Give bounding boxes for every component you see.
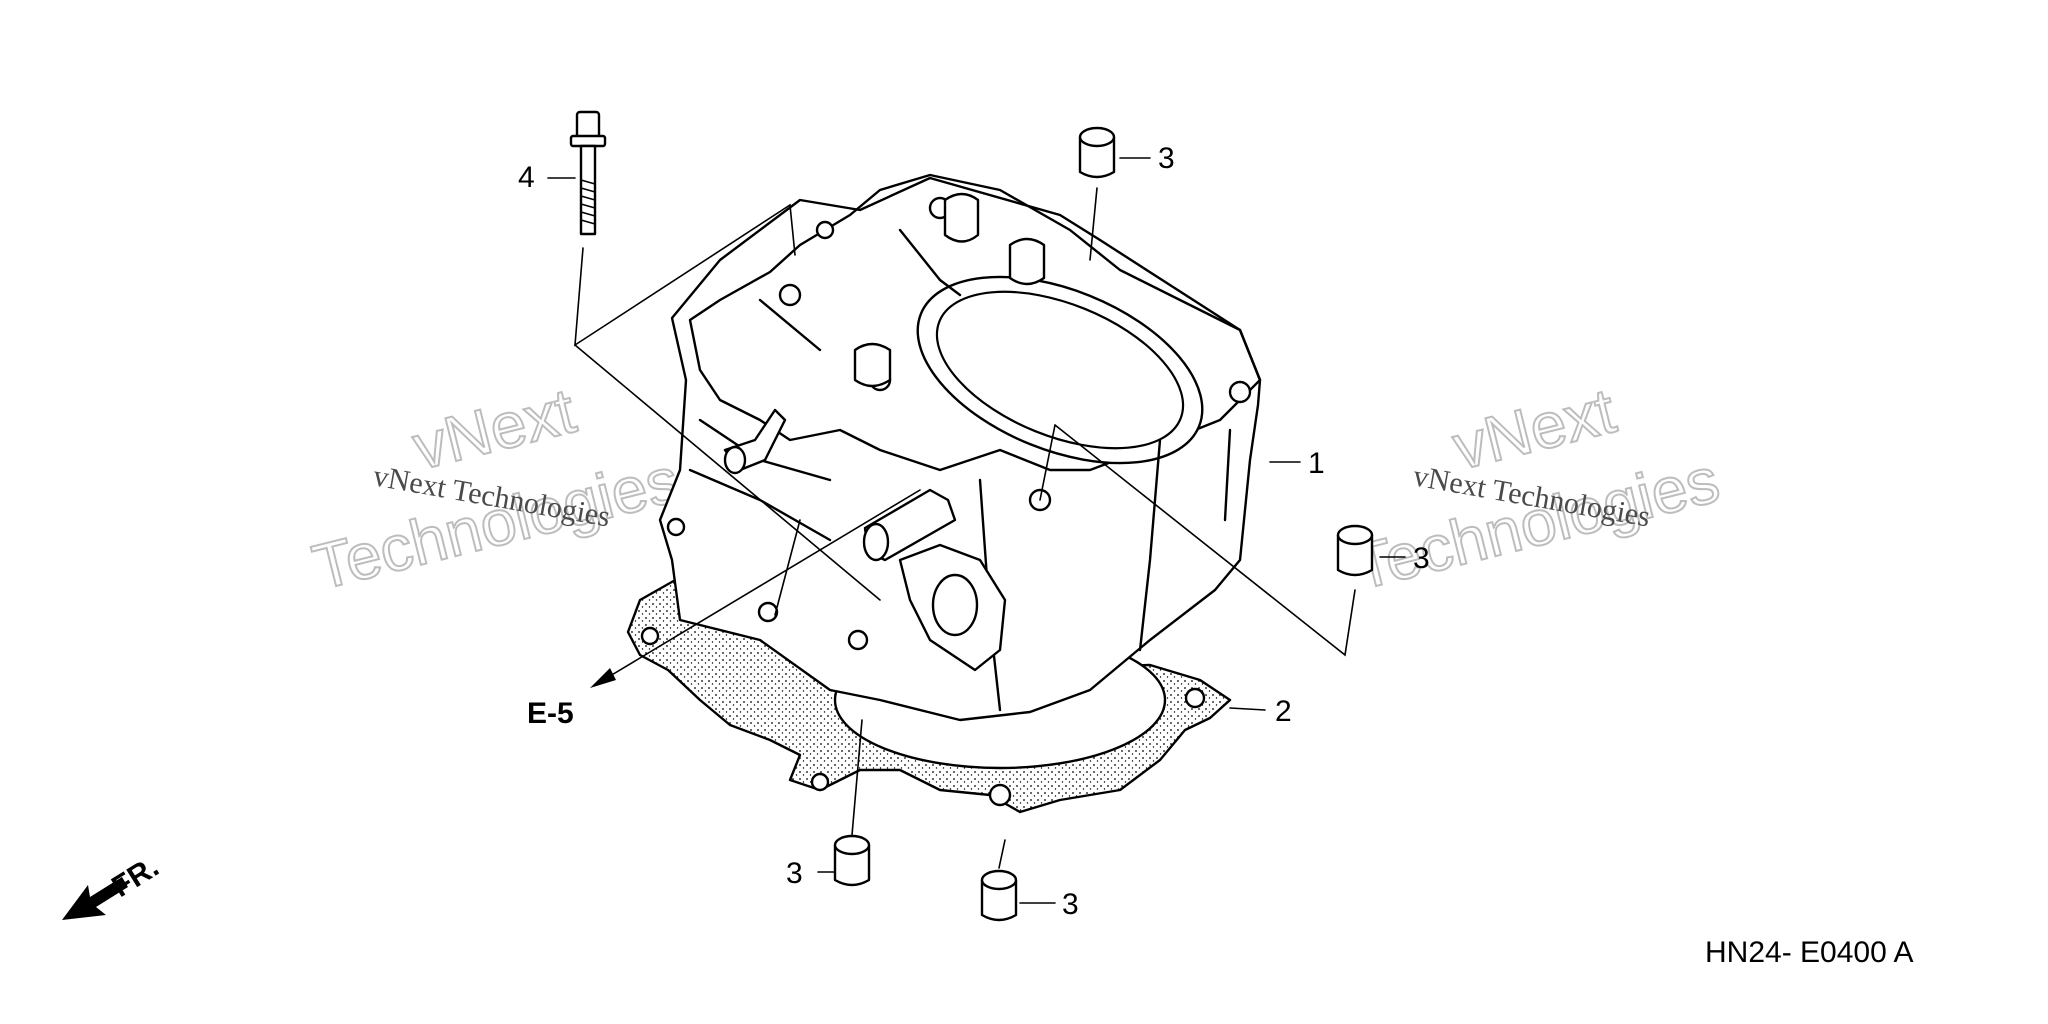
callout-dowel-top: 3 <box>1158 142 1175 175</box>
watermark-big-word-right: vNext <box>1446 374 1622 483</box>
diagram-code: HN24- E0400 A <box>1705 936 1913 969</box>
watermark-big-company-left: Technologies <box>306 443 686 603</box>
front-direction-label: FR. <box>106 850 164 904</box>
watermark-left: vNext Technologies vNext Technologies <box>305 373 687 604</box>
dowel-pin-top <box>1078 126 1116 179</box>
callout-dowel-right: 3 <box>1413 542 1430 575</box>
watermark-big-company-right: Technologies <box>1346 443 1726 603</box>
assembly-lines <box>547 157 1406 904</box>
callout-bolt: 4 <box>518 161 535 194</box>
callout-dowel-bottom-left: 3 <box>786 857 803 890</box>
watermark-big-word-left: vNext <box>406 374 582 483</box>
dowel-pin-bottom-left <box>833 834 871 887</box>
callout-cylinder: 1 <box>1308 447 1325 480</box>
front-arrow-icon <box>62 877 128 920</box>
reference-e5: E-5 <box>527 697 574 730</box>
dowel-pin-right <box>1336 524 1374 577</box>
dowel-pin-bottom-center <box>980 869 1018 922</box>
front-direction-indicator: FR. <box>62 850 165 920</box>
callout-dowel-bottom-center: 3 <box>1062 888 1079 921</box>
flange-bolt <box>569 110 607 236</box>
cylinder-bore-inner <box>935 290 1185 450</box>
watermark-right: vNext Technologies vNext Technologies <box>1345 373 1727 604</box>
callout-gasket: 2 <box>1275 695 1292 728</box>
cylinder-block <box>658 173 1262 722</box>
